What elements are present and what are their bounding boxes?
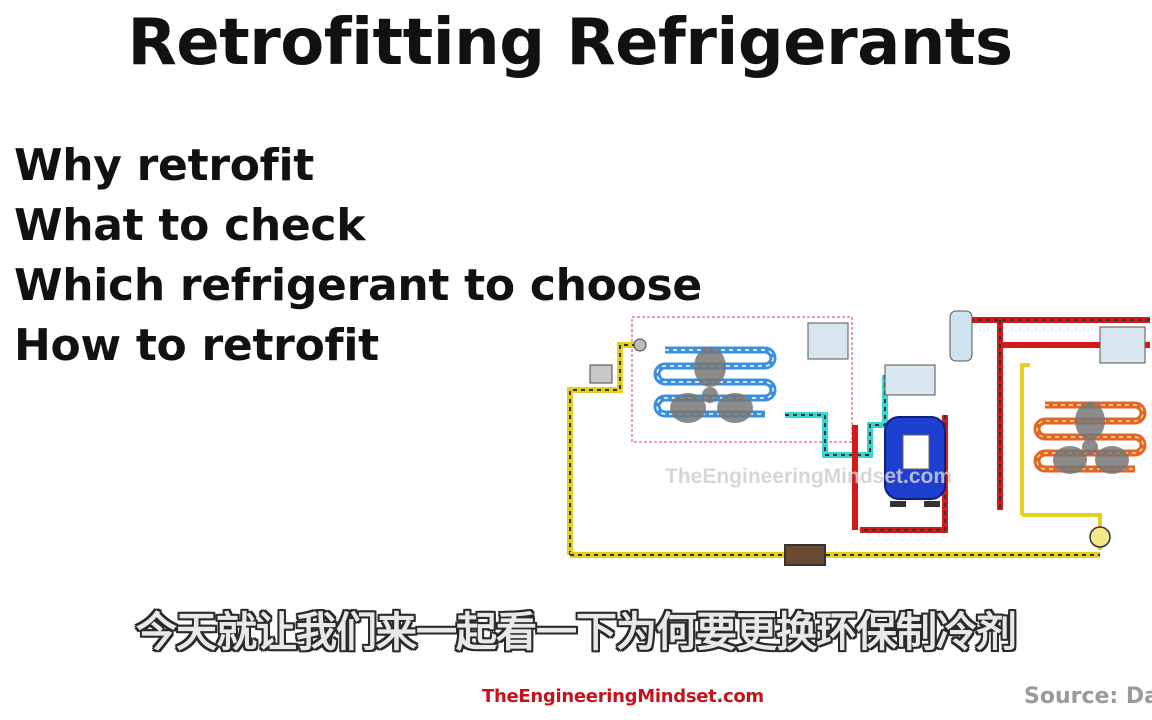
pressure-controls <box>807 310 1146 396</box>
agenda-item: What to check <box>14 200 366 251</box>
sight-glass <box>1089 526 1111 548</box>
agenda-item: Which refrigerant to choose <box>14 260 702 311</box>
refrigeration-cycle-diagram: TheEngineeringMindset.com <box>567 310 1150 566</box>
agenda-item: Why retrofit <box>14 140 315 191</box>
video-subtitle: 今天就让我们来一起看一下为何要更换环保制冷剂 <box>136 608 1017 656</box>
liquid-line <box>567 342 1102 558</box>
agenda-list: Why retrofit What to check Which refrige… <box>14 136 702 376</box>
source-credit: Source: Danfoss <box>1024 684 1152 709</box>
filter-drier <box>784 544 826 566</box>
condenser-fan-icon <box>1053 402 1129 474</box>
expansion-valve <box>589 338 647 384</box>
evaporator-fan-icon <box>670 347 753 423</box>
agenda-item: How to retrofit <box>14 320 379 371</box>
brand-watermark: TheEngineeringMindset.com <box>482 686 764 707</box>
slide-title: Retrofitting Refrigerants <box>127 6 1013 80</box>
diagram-watermark: TheEngineeringMindset.com <box>665 465 952 488</box>
evaporator-boundary <box>631 316 853 443</box>
compressor <box>884 416 946 507</box>
suction-line <box>785 375 888 458</box>
